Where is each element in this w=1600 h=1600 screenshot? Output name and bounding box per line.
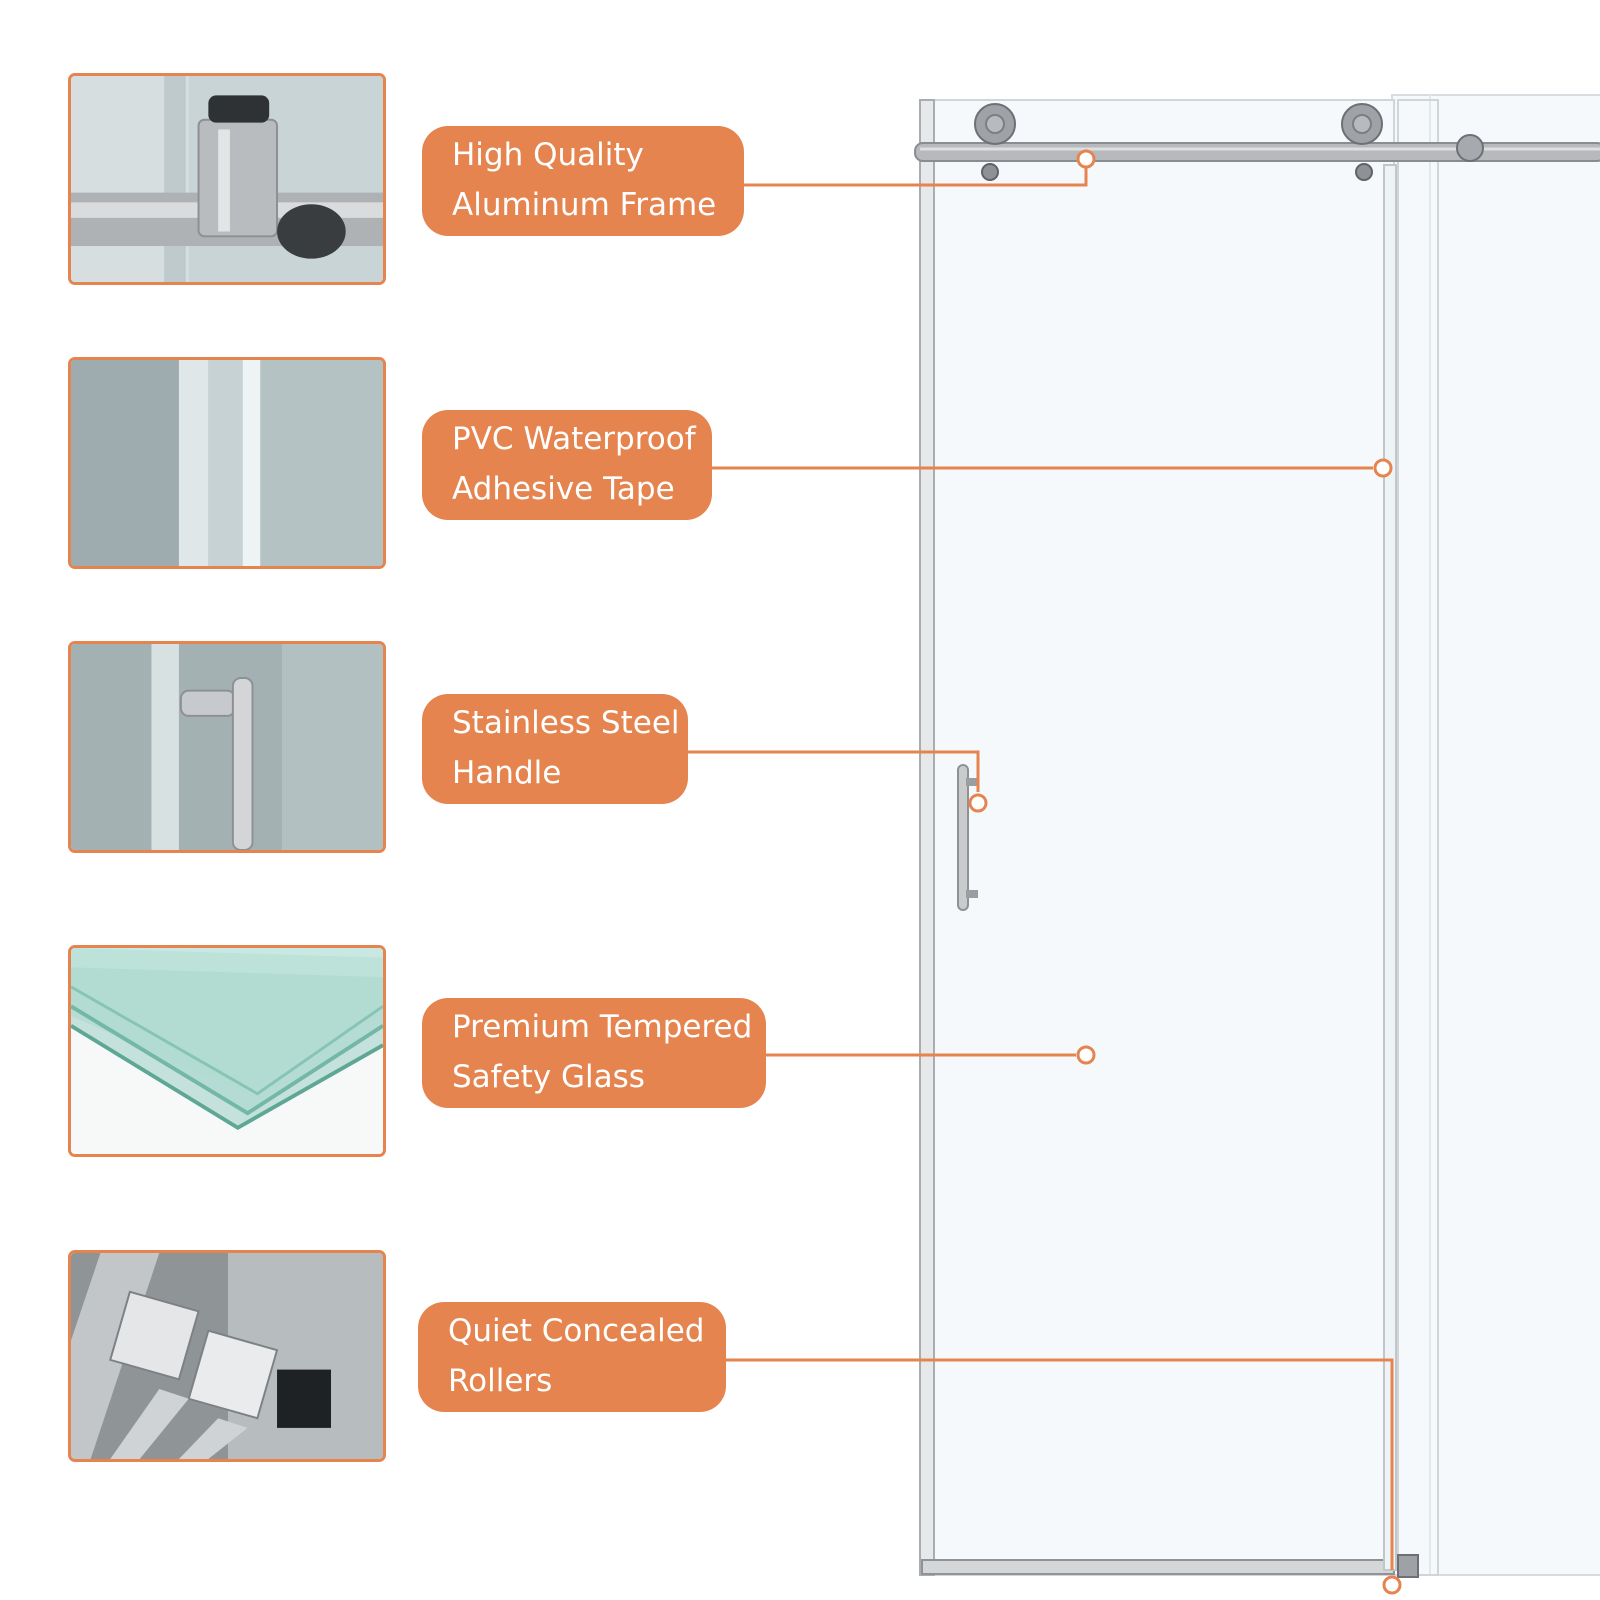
fixed-glass-panel <box>1391 94 1600 1576</box>
callout-rollers-line1: Quiet Concealed <box>448 1313 705 1349</box>
aluminum-frame-photo <box>68 73 386 285</box>
callout-waterproof-tape-line2: Adhesive Tape <box>452 471 675 507</box>
rail-end-stopper <box>1456 134 1484 162</box>
top-rail <box>914 142 1600 162</box>
top-roller-right <box>1341 103 1383 181</box>
leader-line-handle <box>688 750 980 792</box>
waterproof-tape-photo <box>68 357 386 569</box>
waterproof-strip <box>1383 164 1397 1571</box>
bottom-guide <box>1397 1554 1419 1578</box>
callout-tempered-glass-line2: Safety Glass <box>452 1059 645 1095</box>
sliding-glass-door <box>921 99 1395 1576</box>
callout-aluminum-frame-line2: Aluminum Frame <box>452 187 717 223</box>
callout-tempered-glass: Premium Tempered Safety Glass <box>422 998 766 1108</box>
marker-rollers <box>1382 1575 1402 1595</box>
callout-handle-line2: Handle <box>452 755 562 791</box>
callout-handle: Stainless Steel Handle <box>422 694 688 804</box>
door-frame-bottom <box>921 1559 1395 1575</box>
tempered-glass-photo <box>68 945 386 1157</box>
door-handle <box>957 764 978 911</box>
marker-glass <box>1076 1045 1096 1065</box>
marker-tape <box>1373 458 1393 478</box>
handle-detail-photo <box>68 641 386 853</box>
marker-frame <box>1076 149 1096 169</box>
marker-handle <box>968 793 988 813</box>
callout-tempered-glass-line1: Premium Tempered <box>452 1009 753 1045</box>
concealed-rollers-photo <box>68 1250 386 1462</box>
callout-handle-line1: Stainless Steel <box>452 705 680 741</box>
top-roller-left <box>974 103 1016 181</box>
callout-aluminum-frame-line1: High Quality <box>452 137 644 173</box>
callout-waterproof-tape-line1: PVC Waterproof <box>452 421 696 457</box>
leader-line-rollers <box>726 1358 1394 1570</box>
callout-waterproof-tape: PVC Waterproof Adhesive Tape <box>422 410 712 520</box>
callout-rollers-line2: Rollers <box>448 1363 553 1399</box>
callout-rollers: Quiet Concealed Rollers <box>418 1302 726 1412</box>
callout-aluminum-frame: High Quality Aluminum Frame <box>422 126 744 236</box>
door-frame-left <box>919 99 935 1576</box>
